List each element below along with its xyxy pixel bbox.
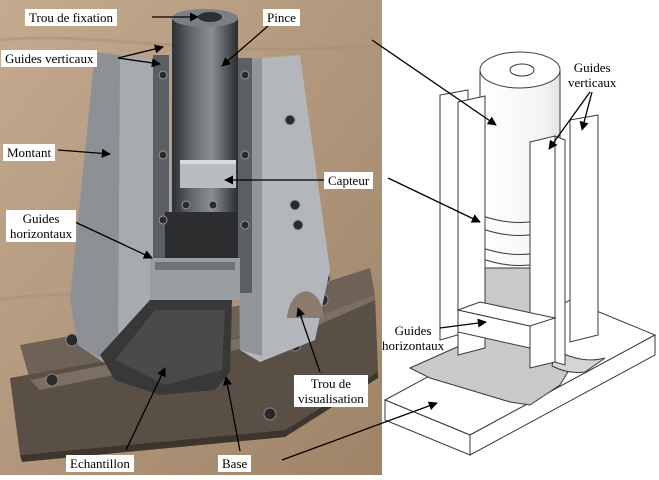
- drawing: [383, 51, 657, 456]
- label-trou-visualisation-line2: visualisation: [298, 391, 364, 406]
- sample-texture: [115, 310, 225, 385]
- label-montant: Montant: [3, 144, 56, 161]
- label-guides-verticaux-draw-line1: Guides: [573, 60, 611, 75]
- label-pince: Pince: [263, 9, 300, 26]
- draw-front-guide-right-side: [554, 135, 566, 366]
- clamp-block: [165, 212, 237, 262]
- label-capteur: Capteur: [324, 172, 374, 189]
- photo: [0, 0, 383, 475]
- arrow-pince-photo: [221, 25, 269, 67]
- label-guides-verticaux-draw: Guides verticaux: [564, 59, 620, 91]
- capteur-ring-shade: [180, 160, 236, 164]
- draw-front-guide-right: [529, 135, 556, 369]
- arrow-guides-verticaux-2: [117, 57, 161, 68]
- label-guides-horizontaux-draw-line2: horizontaux: [382, 338, 445, 353]
- label-guides-horizontaux-draw-line1: Guides: [394, 323, 432, 338]
- horizontal-guide-slot: [155, 262, 235, 270]
- label-trou-fixation: Trou de fixation: [25, 9, 118, 26]
- draw-base-side: [469, 334, 656, 456]
- visualisation-hole: [287, 291, 324, 318]
- label-base: Base: [218, 455, 252, 472]
- label-trou-visualisation-line1: Trou de: [310, 376, 352, 391]
- label-guides-verticaux-draw-line2: verticaux: [568, 75, 617, 90]
- label-guides-verticaux-photo: Guides verticaux: [1, 50, 98, 67]
- left-upright-shade: [70, 52, 120, 358]
- label-echantillon: Echantillon: [66, 455, 134, 472]
- arrow-guides-verticaux-draw-2: [579, 91, 593, 131]
- draw-fixation-hole: [509, 63, 535, 77]
- label-trou-visualisation: Trou de visualisation: [294, 375, 368, 407]
- leader-arrows: [57, 12, 593, 461]
- arrow-montant: [57, 148, 111, 158]
- right-vertical-guide: [238, 58, 252, 293]
- arrow-guides-horizontaux-draw: [439, 318, 487, 329]
- arrow-guides-verticaux-draw-1: [548, 91, 591, 150]
- fixation-hole: [198, 12, 222, 22]
- draw-front-plate-left: [457, 95, 486, 356]
- arrow-capteur-draw: [387, 177, 481, 223]
- capteur-ring: [180, 160, 236, 188]
- draw-back-plate-right: [569, 114, 599, 343]
- arrow-guides-verticaux-1: [117, 44, 164, 59]
- label-guides-horizontaux-photo-line2: horizontaux: [10, 226, 73, 241]
- arrow-echantillon: [125, 367, 166, 451]
- draw-horizontal-guide-top: [456, 301, 557, 327]
- arrow-base-draw: [281, 401, 438, 461]
- arrow-trou-visualisation: [296, 307, 321, 373]
- arrow-pince-draw: [371, 39, 497, 126]
- label-guides-horizontaux-photo-line1: Guides: [22, 211, 60, 226]
- arrow-base-photo: [223, 376, 241, 452]
- base-bottom-edge: [20, 372, 378, 462]
- label-guides-horizontaux-draw: Guides horizontaux: [378, 322, 448, 354]
- guide-screws: [158, 70, 304, 231]
- arrow-guides-horizontaux-photo: [74, 221, 153, 259]
- label-guides-horizontaux-photo: Guides horizontaux: [6, 210, 77, 242]
